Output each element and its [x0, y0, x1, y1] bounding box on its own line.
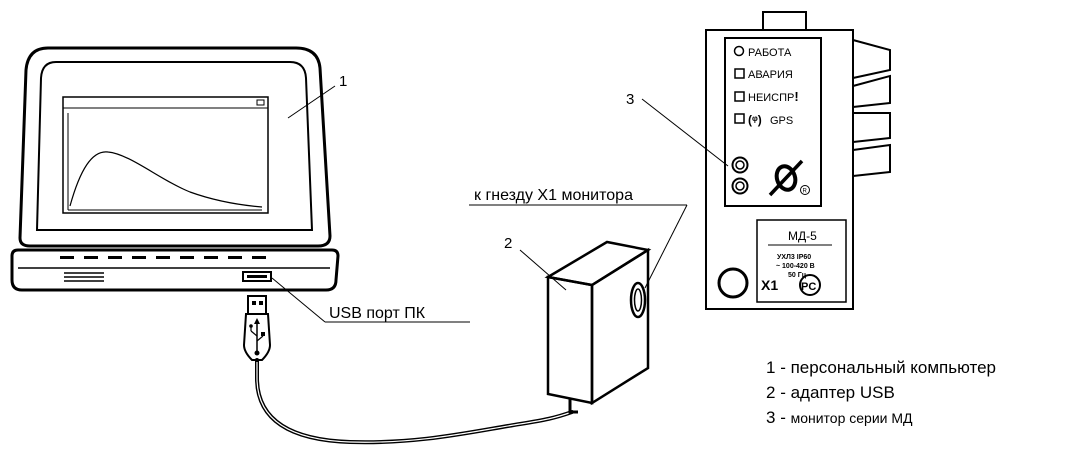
usb-icon — [249, 318, 265, 356]
indicator-rabota: РАБОТА — [748, 47, 792, 59]
socket-x1-mark: X1 — [761, 277, 778, 293]
panel-buttons — [731, 156, 749, 195]
brand-logo-icon: R — [768, 159, 810, 197]
indicator-led-square — [734, 113, 745, 124]
indicator-led-round — [733, 45, 745, 57]
callout-1: 1 — [339, 73, 347, 90]
indicator-avariya: АВАРИЯ — [748, 69, 793, 81]
certification-mark-icon: PC — [799, 274, 821, 296]
spec-line-2: ~ 100-420 В — [776, 263, 815, 270]
socket-x1-label: к гнезду X1 монитора — [474, 187, 633, 204]
svg-text:R: R — [803, 189, 808, 195]
monitor-md5: РАБОТА АВАРИЯ НЕИСПР! (ᵠ) GPS R МД-5 УХ — [705, 11, 891, 310]
indicator-gps: GPS — [770, 115, 793, 127]
callout-3: 3 — [626, 91, 634, 108]
legend-item: 1 - персональный компьютер — [766, 358, 996, 377]
indicator-led-square — [734, 91, 745, 102]
model-label: МД-5 — [788, 229, 817, 243]
callout-2: 2 — [504, 235, 512, 252]
usb-adapter — [544, 240, 652, 414]
legend-item: 3 - монитор серии МД — [766, 408, 913, 427]
cable-glands — [852, 39, 891, 177]
laptop-screen-window — [62, 96, 269, 214]
indicator-list: РАБОТА АВАРИЯ НЕИСПР! (ᵠ) GPS — [733, 45, 799, 127]
indicator-led-square — [734, 68, 745, 79]
usb-port-label: USB порт ПК — [329, 305, 426, 322]
antenna-icon: (ᵠ) — [748, 113, 762, 127]
usb-port — [242, 271, 272, 282]
laptop — [10, 46, 340, 292]
indicator-neispr: НЕИСПР! — [748, 89, 799, 104]
spec-line-3: 50 Гц — [788, 272, 807, 279]
spec-line-1: УХЛ3 IP60 — [777, 254, 811, 261]
laptop-keys — [60, 256, 266, 259]
legend: 1 - персональный компьютер 2 - адаптер U… — [766, 358, 996, 427]
socket-x1 — [717, 267, 749, 299]
legend-item: 2 - адаптер USB — [766, 383, 895, 402]
svg-text:PC: PC — [801, 281, 816, 293]
usb-plug — [242, 295, 272, 361]
laptop-vent — [64, 272, 104, 282]
